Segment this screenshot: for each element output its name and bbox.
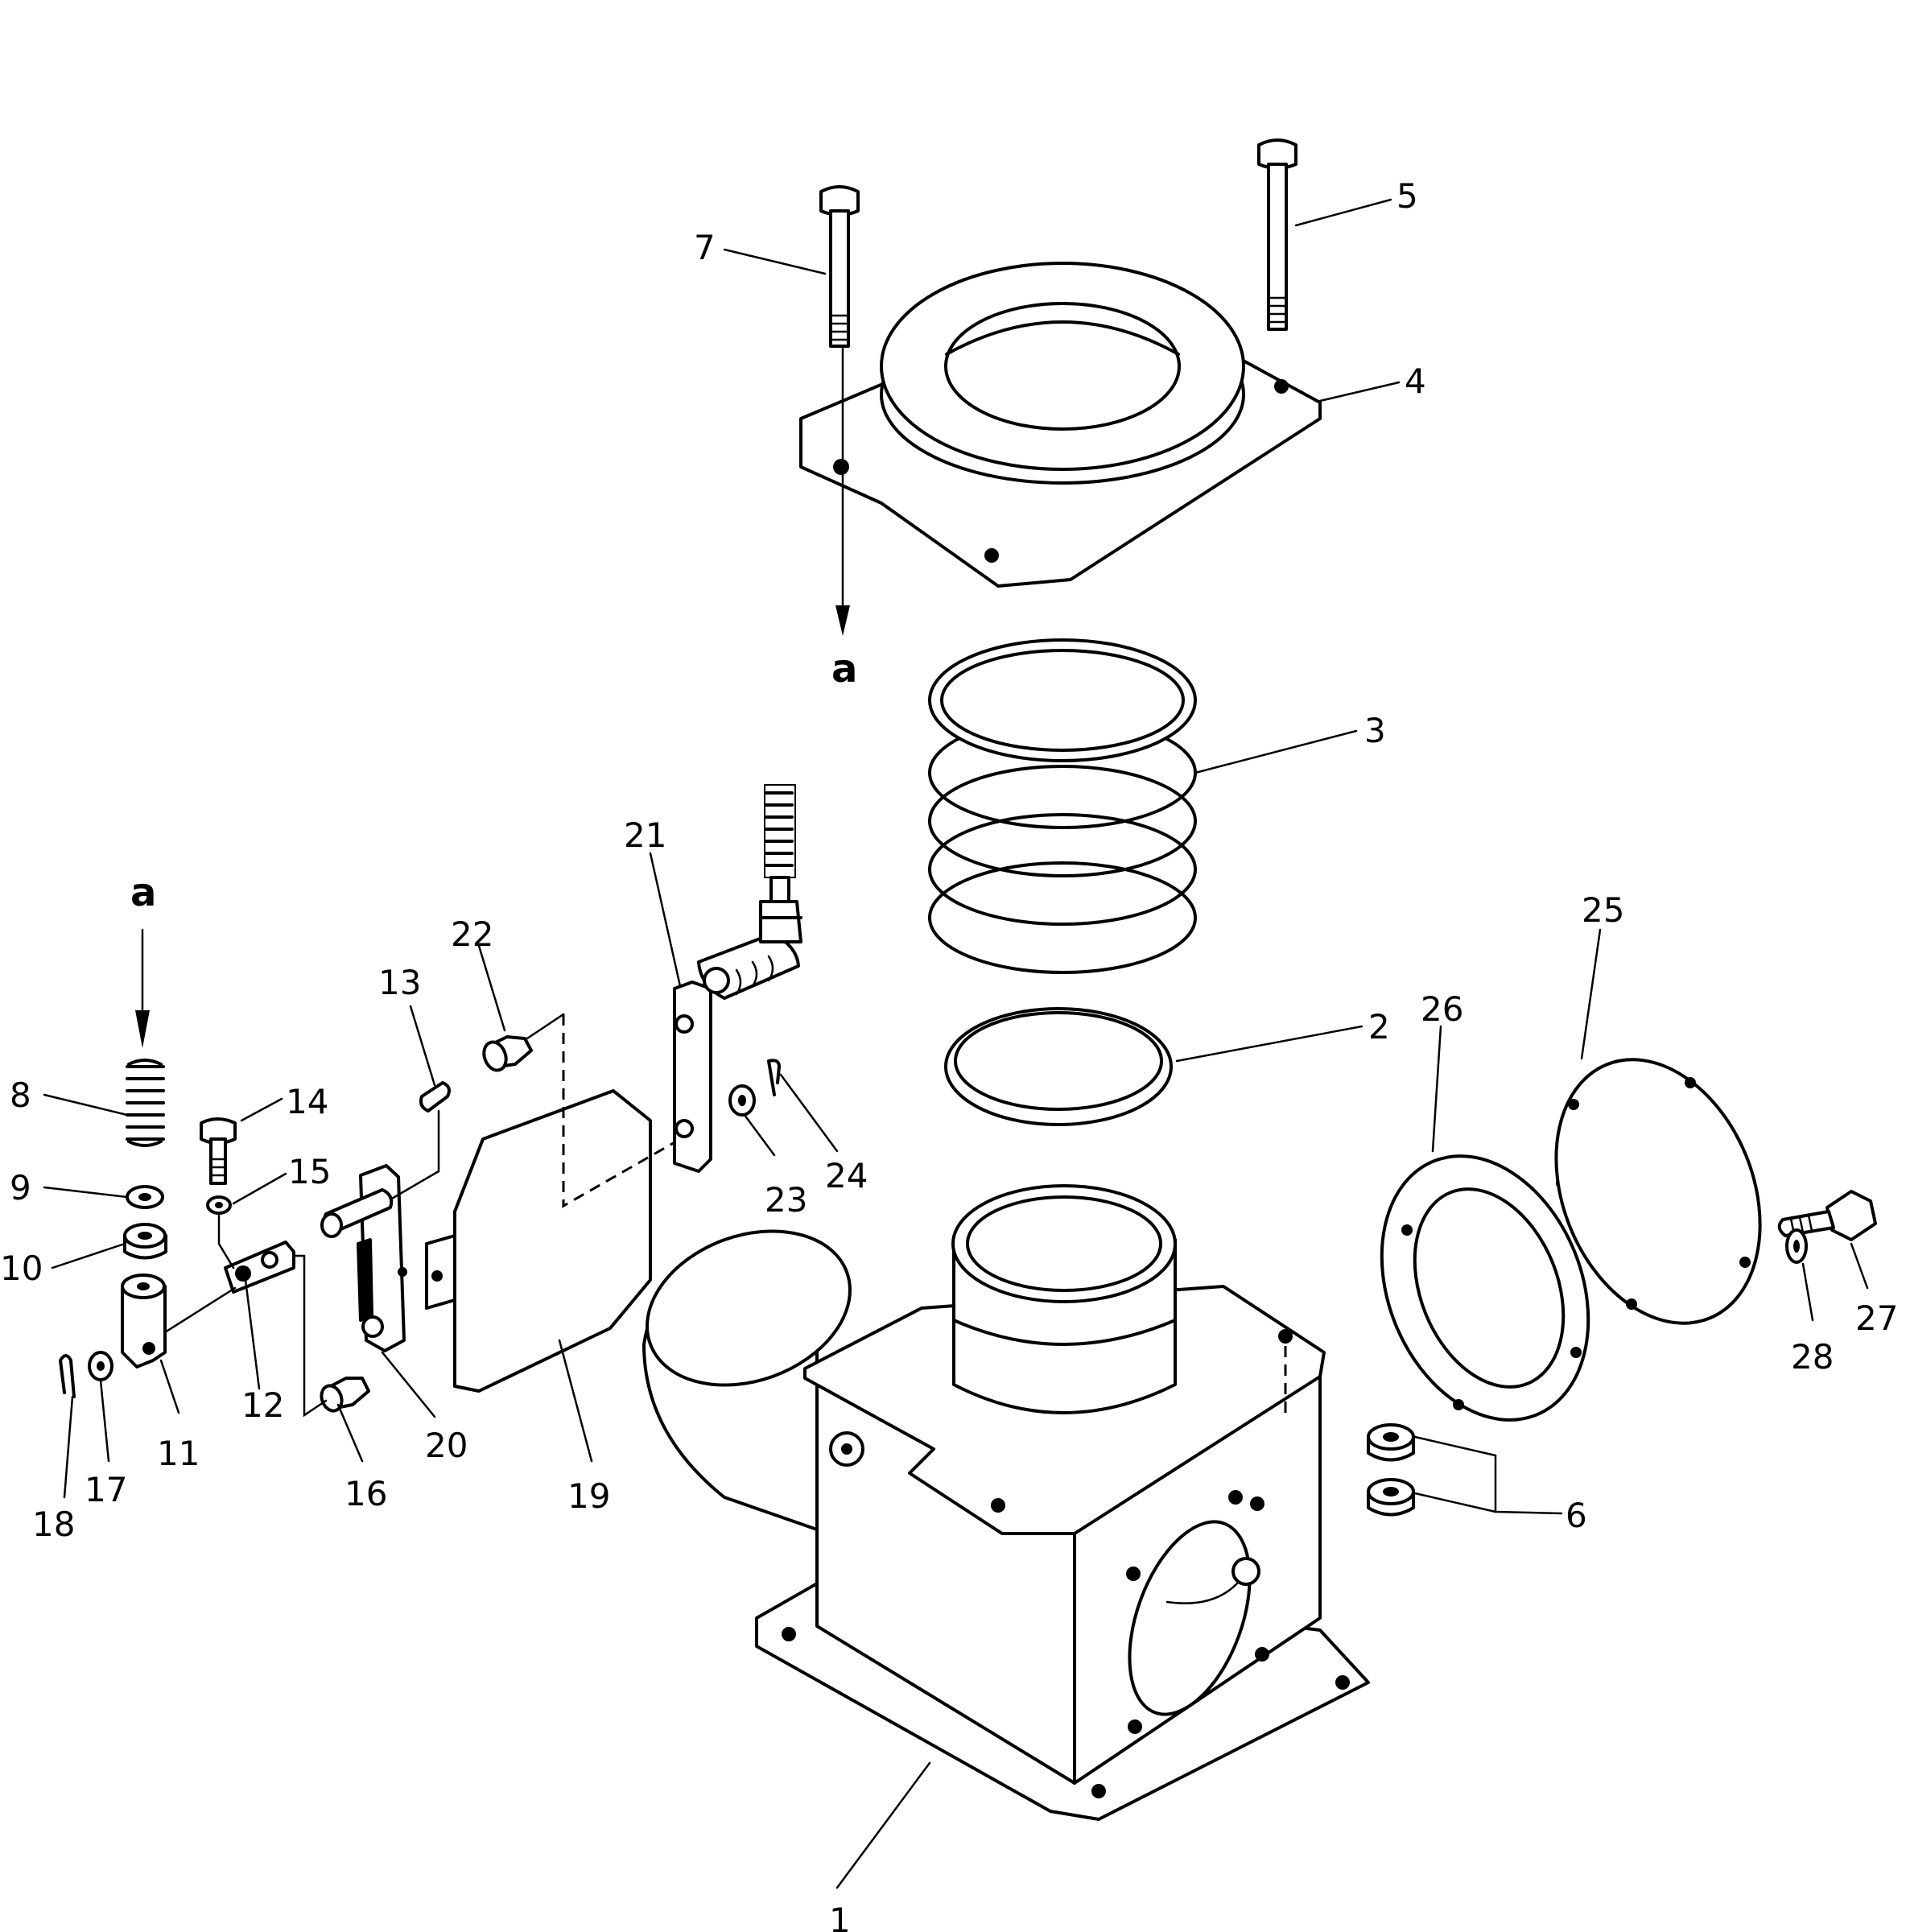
- callout-15: 15: [288, 1152, 331, 1191]
- clevis-11: [121, 1274, 167, 1368]
- callout-1: 1: [829, 1901, 851, 1932]
- callout-10: 10: [0, 1249, 43, 1288]
- callout-25: 25: [1582, 890, 1624, 930]
- arrow-a-left: [135, 928, 150, 1048]
- callout-27: 27: [1855, 1298, 1898, 1338]
- ring-gasket-2: [944, 1007, 1173, 1126]
- callout-4: 4: [1405, 361, 1426, 401]
- washer-23: [728, 1084, 756, 1117]
- arrow-label-a-left: a: [130, 870, 156, 915]
- valve-housing: [642, 1184, 1370, 1821]
- callout-28: 28: [1791, 1337, 1834, 1377]
- callout-8: 8: [10, 1075, 31, 1115]
- nuts-6: [1367, 1423, 1415, 1517]
- callout-26: 26: [1421, 989, 1463, 1029]
- callout-23: 23: [765, 1180, 807, 1220]
- callout-21: 21: [624, 815, 666, 855]
- callout-3: 3: [1364, 711, 1386, 750]
- spring-coils: [928, 638, 1197, 974]
- pin-16: [320, 1377, 370, 1413]
- pin-13: [419, 1081, 451, 1113]
- spring-8: [126, 1059, 165, 1147]
- callout-24: 24: [825, 1156, 868, 1195]
- callout-6: 6: [1566, 1496, 1587, 1535]
- arrow-label-a-top: a: [831, 646, 857, 691]
- bolt-7: [819, 185, 860, 348]
- callout-13: 13: [378, 963, 421, 1002]
- washer-9: [126, 1185, 164, 1209]
- callout-7: 7: [694, 228, 716, 267]
- cotter-pin-24: [767, 1059, 781, 1096]
- callout-14: 14: [286, 1082, 328, 1121]
- washer-15: [206, 1195, 232, 1215]
- leader-lines: [43, 198, 1869, 1889]
- arrow-a-top: [835, 346, 850, 636]
- callout-19: 19: [567, 1476, 610, 1516]
- callout-16: 16: [344, 1474, 387, 1513]
- cover-plate-25: [1554, 1058, 1762, 1325]
- callout-12: 12: [241, 1385, 284, 1425]
- callout-5: 5: [1396, 176, 1418, 216]
- callout-labels: 1 2 3 4 5 6 7 8 9 10 11 12 13 14 15 16 1…: [0, 176, 1898, 1932]
- washer-17: [88, 1351, 113, 1381]
- plate-19: [425, 1089, 652, 1393]
- lever-20: [320, 1164, 407, 1352]
- leader-11-12: [163, 1286, 237, 1334]
- bolt-5: [1257, 138, 1297, 331]
- bracket-21: [673, 784, 802, 1173]
- cotter-pin-18: [59, 1354, 76, 1398]
- nut-10: [123, 1223, 167, 1260]
- callout-18: 18: [32, 1505, 75, 1544]
- callout-20: 20: [425, 1426, 468, 1465]
- washer-28: [1785, 1228, 1808, 1264]
- bolt-14: [200, 1117, 237, 1185]
- callout-11: 11: [157, 1434, 200, 1473]
- pin-22: [482, 1035, 533, 1072]
- top-flange-plate: [799, 262, 1322, 588]
- callout-2: 2: [1368, 1007, 1390, 1046]
- link-12: [224, 1241, 295, 1294]
- dashed-line-22-to-21: [562, 1014, 677, 1208]
- callout-9: 9: [10, 1168, 31, 1208]
- callout-22: 22: [451, 914, 493, 954]
- callout-17: 17: [85, 1470, 127, 1509]
